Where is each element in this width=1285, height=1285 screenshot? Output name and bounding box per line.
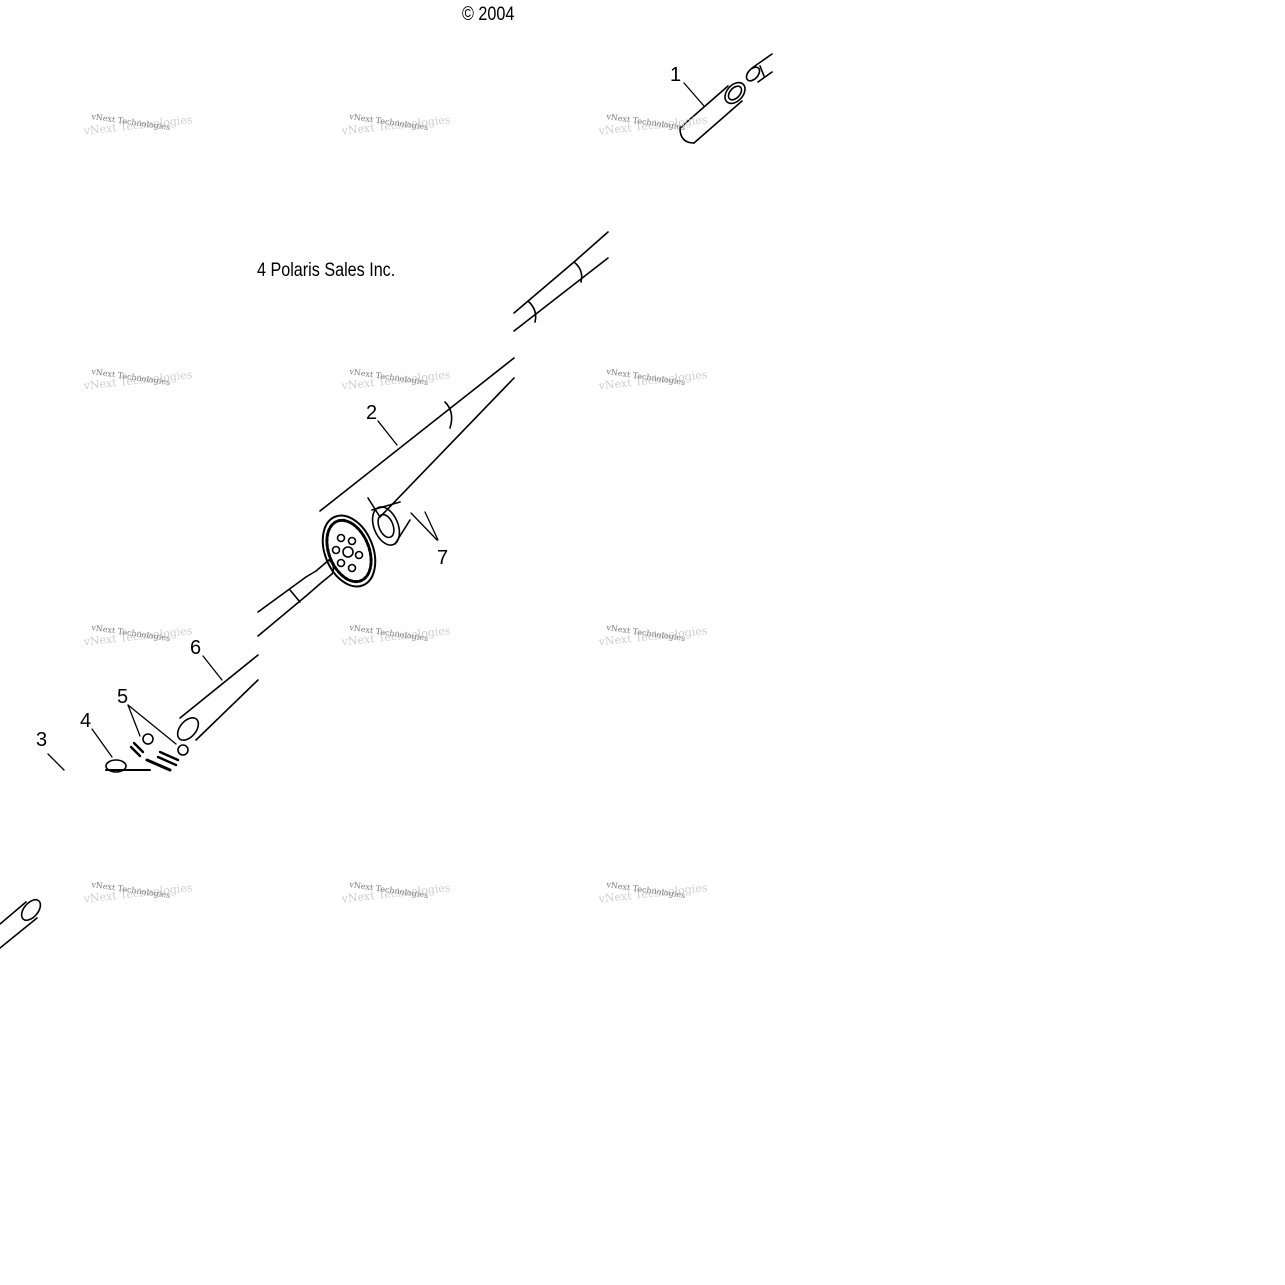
part-3-axle <box>0 753 65 949</box>
part-5-bolts <box>127 704 189 772</box>
callout-2: 2 <box>366 402 377 424</box>
callout-3: 3 <box>36 729 47 751</box>
part-1-sleeve <box>679 81 746 144</box>
callout-5: 5 <box>117 686 128 708</box>
callout-7: 7 <box>437 547 448 569</box>
part-6-tube <box>176 559 335 742</box>
sprocket <box>321 501 439 588</box>
callout-6: 6 <box>190 637 201 659</box>
callout-1: 1 <box>670 64 681 86</box>
shaft-end-top <box>745 53 773 83</box>
part-4-housing <box>91 728 151 773</box>
copyright-year-text: © 2004 <box>462 4 515 25</box>
callout-4: 4 <box>80 710 91 732</box>
copyright-owner: 4 Polaris Sales Inc. <box>257 260 396 281</box>
copyright-year: © 2004 <box>462 4 514 26</box>
part-2-shaft <box>319 231 609 518</box>
